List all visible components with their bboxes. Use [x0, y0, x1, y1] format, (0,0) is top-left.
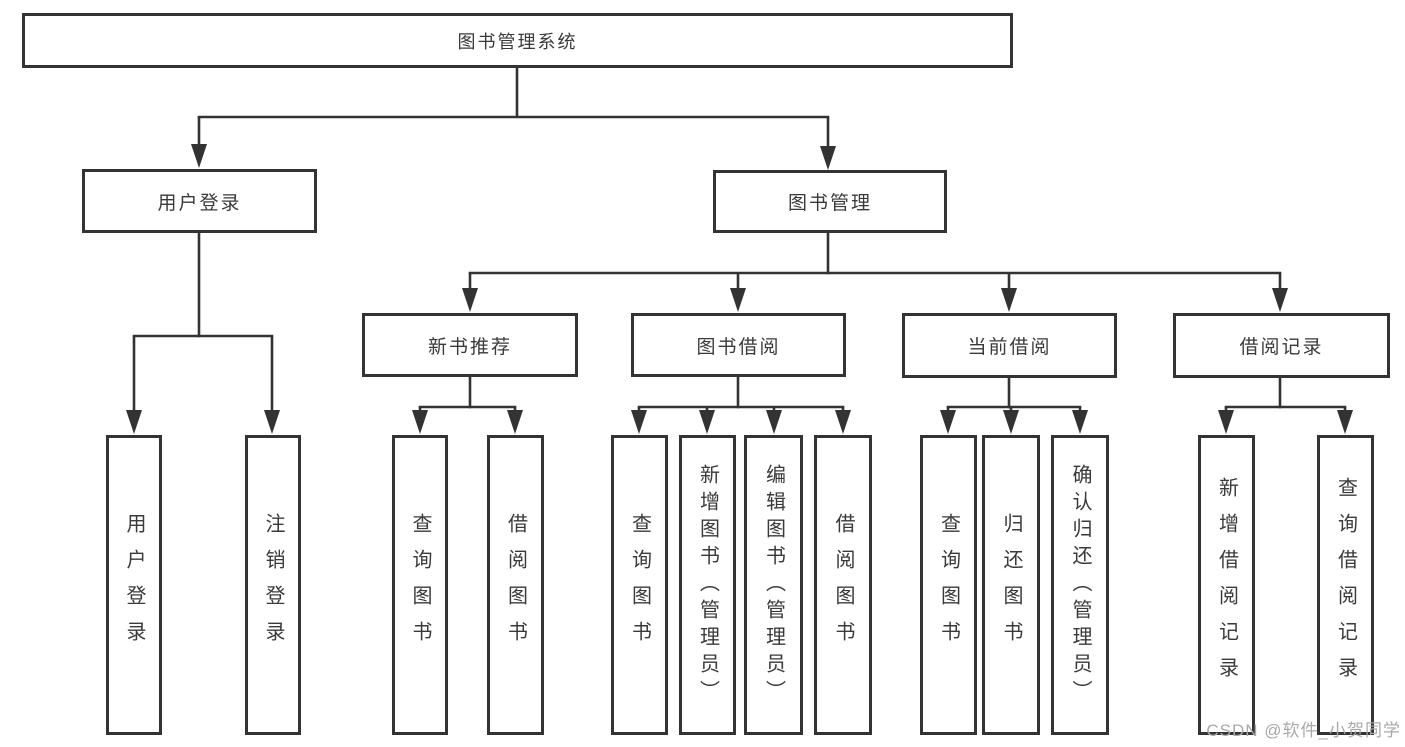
leaf-label: 新增借阅记录: [1215, 477, 1238, 693]
node-book-management: 图书管理: [713, 170, 947, 233]
node-current-borrow: 当前借阅: [902, 313, 1117, 378]
leaf-query-books-recommend: 查询图书: [392, 435, 448, 735]
node-new-book-recommend: 新书推荐: [362, 313, 578, 377]
leaf-add-borrow-record: 新增借阅记录: [1198, 435, 1255, 735]
leaf-query-books-borrow: 查询图书: [611, 435, 668, 735]
leaf-label: 编辑图书（管理员）: [762, 463, 785, 707]
leaf-borrow-books-recommend: 借阅图书: [487, 435, 544, 735]
node-book-borrow: 图书借阅: [631, 313, 846, 377]
leaf-label: 查询借阅记录: [1334, 477, 1357, 693]
node-label: 新书推荐: [427, 336, 512, 358]
leaf-label: 新增图书（管理员）: [696, 463, 719, 707]
leaf-query-borrow-record: 查询借阅记录: [1317, 435, 1374, 735]
leaf-user-login: 用户登录: [106, 435, 162, 735]
arrowhead-group: [126, 144, 1353, 434]
node-system-root: 图书管理系统: [22, 13, 1013, 68]
leaf-borrow-books: 借阅图书: [814, 435, 872, 735]
csdn-watermark: CSDN @软件_小贺同学: [1206, 721, 1401, 740]
node-label: 图书管理: [787, 193, 872, 214]
leaf-edit-books-admin: 编辑图书（管理员）: [744, 435, 803, 735]
leaf-label: 注销登录: [262, 513, 284, 657]
node-label: 当前借阅: [967, 337, 1052, 358]
leaf-label: 用户登录: [123, 513, 145, 657]
node-user-login: 用户登录: [82, 169, 317, 233]
leaf-query-books-current: 查询图书: [920, 435, 977, 735]
leaf-label: 查询图书: [628, 513, 651, 657]
node-label: 图书借阅: [696, 336, 781, 358]
node-label: 图书管理系统: [457, 31, 578, 52]
leaf-add-books-admin: 新增图书（管理员）: [679, 435, 736, 735]
leaf-label: 查询图书: [409, 513, 431, 657]
node-label: 用户登录: [157, 192, 242, 214]
leaf-logout: 注销登录: [245, 435, 301, 735]
node-label: 借阅记录: [1239, 337, 1324, 358]
leaf-confirm-return-admin: 确认归还（管理员）: [1051, 435, 1109, 735]
leaf-label: 查询图书: [937, 513, 960, 657]
leaf-label: 借阅图书: [832, 513, 854, 657]
node-borrow-records: 借阅记录: [1173, 313, 1390, 378]
leaf-label: 借阅图书: [504, 513, 527, 657]
leaf-return-books: 归还图书: [982, 435, 1040, 735]
leaf-label: 归还图书: [1000, 513, 1022, 657]
leaf-label: 确认归还（管理员）: [1069, 463, 1091, 707]
